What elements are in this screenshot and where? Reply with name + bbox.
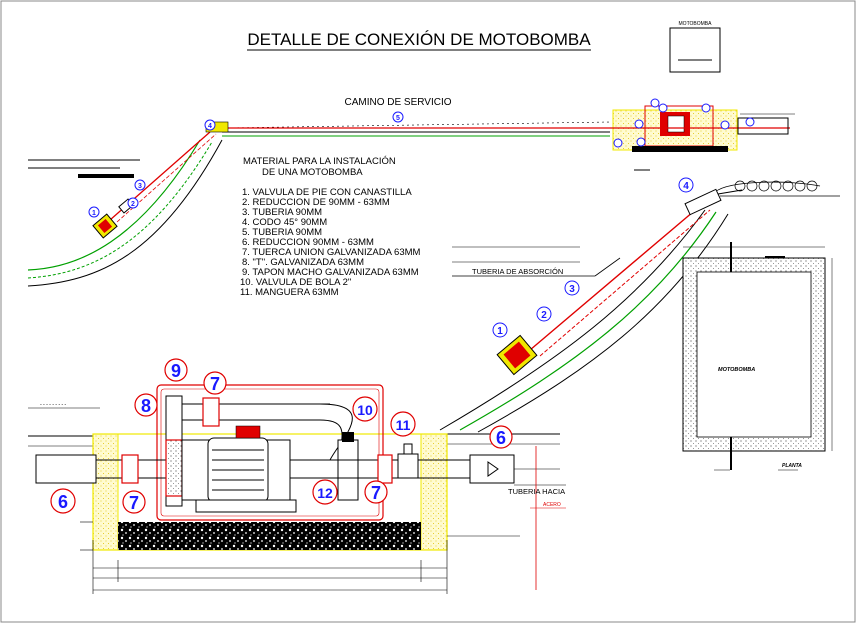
plan-caption: PLANTA: [782, 463, 802, 469]
legend-box: MOTOBOMBA: [669, 21, 721, 73]
materials-list: MATERIAL PARA LA INSTALACIÓN DE UNA MOTO…: [240, 156, 421, 298]
material-item: 2. REDUCCION DE 90MM - 63MM: [242, 197, 390, 208]
callout-top-4: 4: [208, 123, 212, 130]
page-title: DETALLE DE CONEXIÓN DE MOTOBOMBA: [247, 30, 591, 49]
callout-10: 10: [357, 402, 373, 418]
callout-top-2: 2: [131, 201, 135, 208]
material-item: 11. MANGUERA 63MM: [240, 287, 339, 298]
material-item: 7. TUERCA UNION GALVANIZADA 63MM: [242, 247, 421, 258]
callout-top-1: 1: [92, 210, 96, 217]
svg-text:- - - - - - - - -: - - - - - - - - -: [40, 402, 66, 408]
callout-mid-1: 1: [497, 326, 503, 337]
callout-mid-3: 3: [569, 284, 575, 295]
callout-7-left: 7: [129, 493, 139, 513]
plan-label: MOTOBOMBA: [718, 367, 755, 373]
callout-mid-4: 4: [683, 181, 689, 192]
detail-section: - - - - - - - - -: [28, 358, 566, 594]
plan-view: MOTOBOMBA PLANTA: [682, 242, 833, 471]
pipe-to-label: TUBERIA HACIA: [508, 487, 565, 496]
material-item: 8. "T". GALVANIZADA 63MM: [242, 257, 364, 268]
road-label: CAMINO DE SERVICIO: [344, 97, 451, 108]
callout-8: 8: [141, 396, 151, 416]
callout-11: 11: [396, 417, 411, 433]
top-section: 4 5 3 2 1 CAMINO DE SERVICIO: [27, 97, 795, 287]
material-item: 6. REDUCCION 90MM - 63MM: [242, 237, 374, 248]
callout-mid-2: 2: [541, 310, 547, 321]
materials-title-1: MATERIAL PARA LA INSTALACIÓN: [243, 156, 396, 167]
material-item: 5. TUBERIA 90MM: [242, 227, 322, 238]
material-item: 3. TUBERIA 90MM: [242, 207, 322, 218]
materials-title-2: DE UNA MOTOBOMBA: [262, 167, 363, 178]
callout-6-left: 6: [58, 492, 68, 512]
callout-9: 9: [171, 361, 181, 381]
legend-box-label: MOTOBOMBA: [679, 21, 713, 27]
callout-7-right: 7: [371, 483, 381, 503]
callout-6-right: 6: [496, 428, 506, 448]
small-pump-assembly: [612, 98, 795, 171]
material-item: 9. TAPON MACHO GALVANIZADA 63MM: [242, 267, 419, 278]
suction-slope: 4 3 2 1 TUBERIA DE ABSORCIÓN: [439, 177, 840, 433]
callout-7-top: 7: [210, 374, 220, 394]
material-item: 10. VALVULA DE BOLA 2": [240, 277, 351, 288]
callout-12: 12: [317, 485, 333, 501]
material-item: 4. CODO 45° 90MM: [242, 217, 327, 228]
material-item: 1. VALVULA DE PIE CON CANASTILLA: [242, 187, 412, 198]
suction-label: TUBERIA DE ABSORCIÓN: [472, 267, 563, 276]
callout-top-3: 3: [138, 183, 142, 190]
svg-text:ACERO: ACERO: [543, 502, 561, 508]
callout-top-5: 5: [396, 115, 400, 122]
